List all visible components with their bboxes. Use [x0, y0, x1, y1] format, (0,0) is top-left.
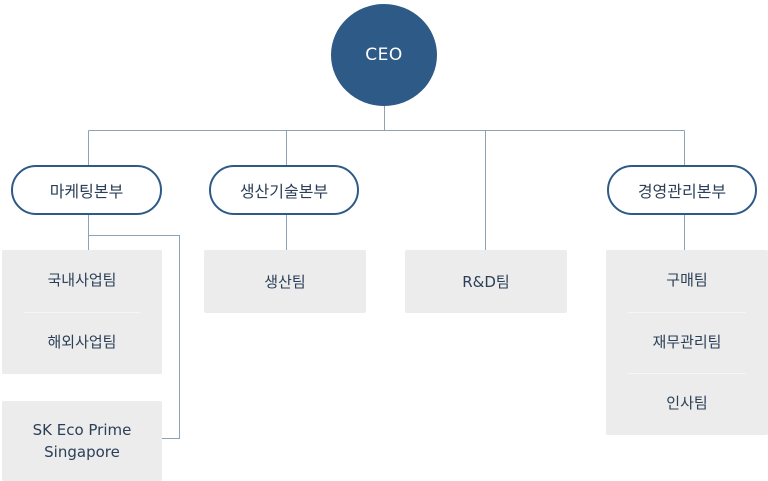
- team-purchasing: 구매팀: [666, 271, 708, 289]
- ceo-label: CEO: [365, 45, 403, 65]
- team-domestic: 국내사업팀: [47, 271, 117, 289]
- team-divider: [628, 373, 746, 374]
- team-divider: [24, 312, 140, 313]
- division-label: 경영관리본부: [637, 182, 727, 201]
- subsidiary-singapore: SK Eco Prime Singapore: [32, 421, 132, 461]
- division-label: 생산기술본부: [239, 182, 329, 201]
- subsidiary-panel: SK Eco Prime Singapore: [2, 401, 162, 481]
- team-overseas: 해외사업팀: [47, 333, 117, 351]
- division-management: 경영관리본부: [607, 165, 757, 215]
- division-production: 생산기술본부: [209, 165, 359, 215]
- team-panel-marketing: 국내사업팀 해외사업팀: [2, 250, 162, 374]
- team-production: 생산팀: [264, 272, 306, 291]
- team-panel-management: 구매팀 재무관리팀 인사팀: [606, 250, 768, 435]
- division-label: 마케팅본부: [49, 182, 124, 201]
- team-hr: 인사팀: [666, 394, 708, 412]
- team-finance: 재무관리팀: [652, 333, 722, 351]
- ceo-node: CEO: [331, 4, 437, 106]
- division-marketing: 마케팅본부: [11, 165, 162, 215]
- team-panel-production: 생산팀: [204, 250, 366, 313]
- team-rnd: R&D팀: [462, 272, 510, 291]
- team-panel-rnd: R&D팀: [405, 250, 567, 313]
- team-divider: [628, 312, 746, 313]
